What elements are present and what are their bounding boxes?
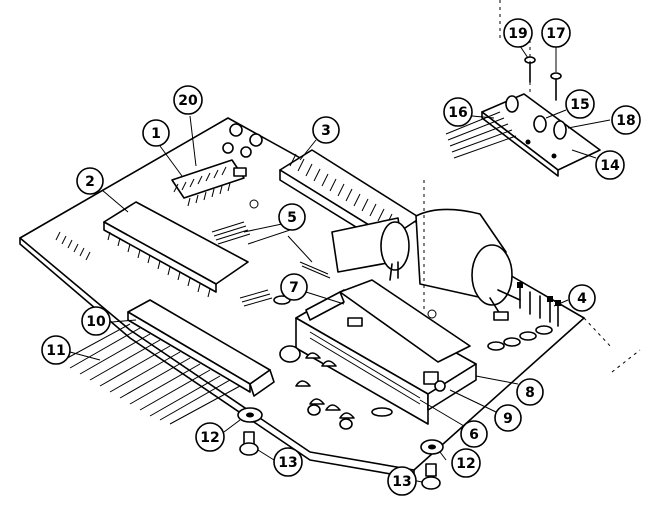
diode-row xyxy=(487,311,553,351)
svg-text:9: 9 xyxy=(503,411,513,427)
callout-12-right: 12 xyxy=(451,448,481,478)
svg-text:12: 12 xyxy=(456,456,475,472)
transistor-group xyxy=(222,123,263,209)
svg-text:6: 6 xyxy=(469,427,479,443)
callout-19: 19 xyxy=(503,18,533,48)
screw-left xyxy=(239,431,259,456)
svg-text:11: 11 xyxy=(46,343,65,359)
callout-13-left: 13 xyxy=(273,447,303,477)
sub-board-screw xyxy=(499,0,562,101)
callout-18: 18 xyxy=(611,105,641,135)
callout-12-left: 12 xyxy=(195,422,225,452)
small-capacitor xyxy=(331,217,410,281)
callout-11: 11 xyxy=(41,335,71,365)
sub-board xyxy=(481,93,601,177)
callout-3: 3 xyxy=(312,116,340,144)
svg-text:3: 3 xyxy=(321,123,331,139)
svg-text:14: 14 xyxy=(600,158,620,174)
resistor-group xyxy=(211,221,331,307)
callout-1: 1 xyxy=(142,119,170,147)
svg-text:5: 5 xyxy=(287,210,297,226)
callout-17: 17 xyxy=(541,18,571,48)
callout-14: 14 xyxy=(595,150,625,180)
callout-20: 20 xyxy=(173,85,203,115)
small-ic-chip xyxy=(171,159,247,207)
svg-text:17: 17 xyxy=(546,26,565,42)
callout-8: 8 xyxy=(516,378,544,406)
callout-2: 2 xyxy=(76,167,104,195)
callout-5: 5 xyxy=(278,203,306,231)
svg-text:10: 10 xyxy=(86,314,106,330)
svg-text:13: 13 xyxy=(392,474,411,490)
ribbon-connector xyxy=(127,299,275,397)
svg-text:16: 16 xyxy=(448,105,467,121)
lower-components xyxy=(273,295,393,430)
callout-15: 15 xyxy=(565,89,595,119)
washer-left xyxy=(237,407,263,423)
callout-7: 7 xyxy=(280,273,308,301)
svg-text:12: 12 xyxy=(200,430,219,446)
callout-10: 10 xyxy=(81,306,111,336)
svg-text:18: 18 xyxy=(616,113,635,129)
svg-text:4: 4 xyxy=(577,291,587,307)
screw-right xyxy=(421,463,441,490)
svg-text:7: 7 xyxy=(289,280,299,296)
washer-right xyxy=(420,439,444,455)
callout-13-right: 13 xyxy=(387,466,417,496)
svg-text:20: 20 xyxy=(178,93,198,109)
callout-9: 9 xyxy=(494,404,522,432)
callout-6: 6 xyxy=(460,420,488,448)
large-ic-chip xyxy=(55,201,249,298)
svg-text:19: 19 xyxy=(508,26,527,42)
svg-text:8: 8 xyxy=(525,385,535,401)
terminal-pins xyxy=(517,282,561,327)
leader-lines xyxy=(69,45,611,483)
large-capacitor xyxy=(415,180,521,319)
callout-4: 4 xyxy=(568,284,596,312)
svg-text:15: 15 xyxy=(570,97,589,113)
svg-text:13: 13 xyxy=(278,455,297,471)
ribbon-cable xyxy=(59,323,241,425)
svg-text:1: 1 xyxy=(151,126,161,142)
sub-board-cable xyxy=(445,111,517,159)
svg-text:2: 2 xyxy=(85,174,95,190)
callout-16: 16 xyxy=(443,97,473,127)
